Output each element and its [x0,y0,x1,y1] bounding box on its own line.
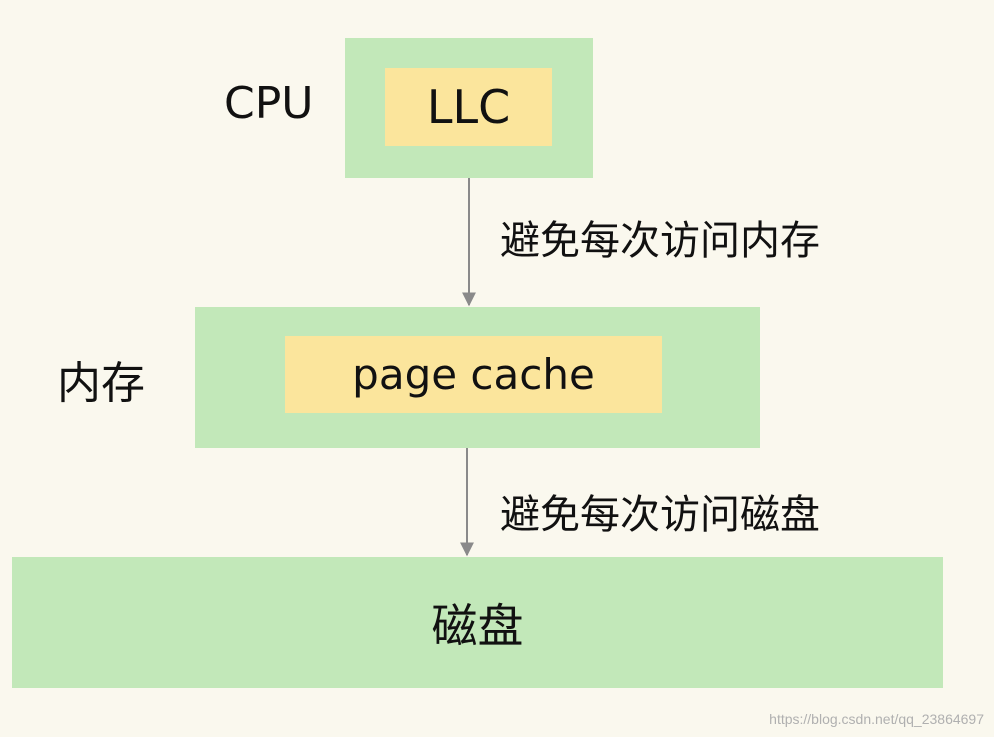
arrow-label-memory: 避免每次访问内存 [500,218,820,264]
cpu-label: CPU [224,78,314,129]
memory-label: 内存 [57,358,145,409]
llc-box: LLC [385,68,552,146]
page-cache-box: page cache [285,336,662,413]
disk-box: 磁盘 [12,557,943,688]
watermark: https://blog.csdn.net/qq_23864697 [769,711,984,727]
arrow-label-disk: 避免每次访问磁盘 [500,492,820,538]
